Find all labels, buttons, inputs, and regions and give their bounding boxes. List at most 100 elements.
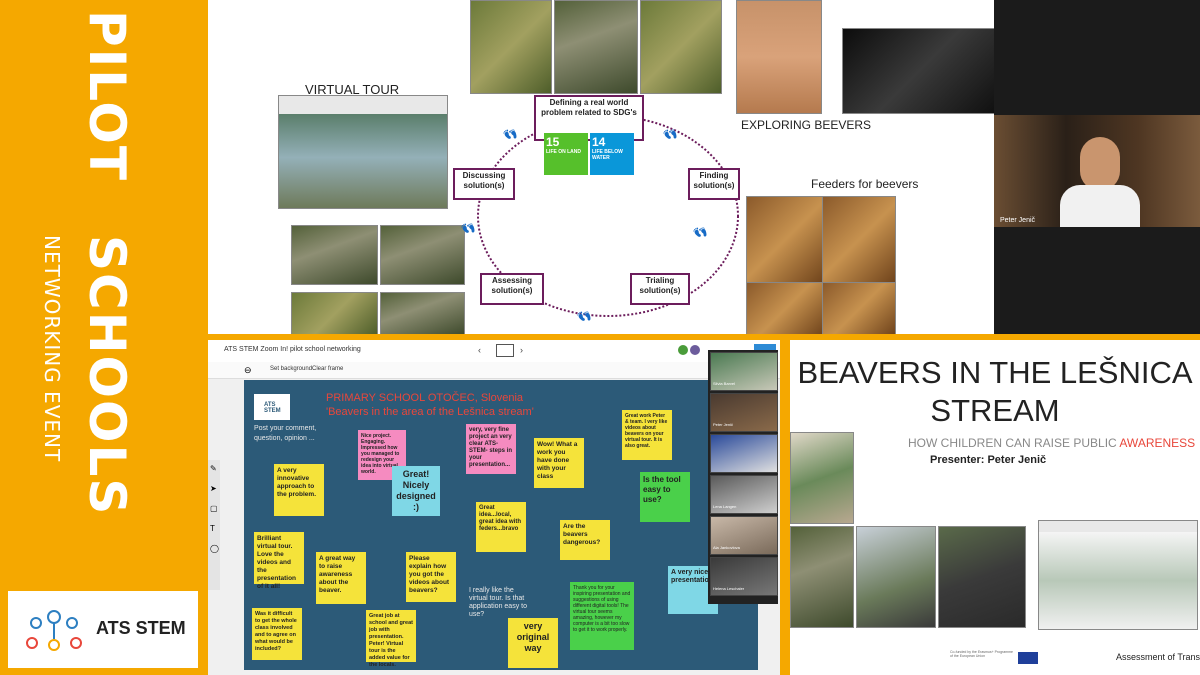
event-banner: PILOT SCHOOLS NETWORKING EVENT ATS STEM [0,0,208,675]
sticky-note[interactable]: very, very fine project an very clear AT… [466,424,516,474]
participant-name: Ala Jankovlova [713,545,740,550]
sticky-note[interactable]: A great way to raise awareness about the… [316,552,366,604]
note-tool-icon[interactable]: ▢ [210,504,218,513]
participant-name: Silvia Barvel [713,381,736,386]
sticky-note[interactable]: Great idea...local, great idea with fede… [476,502,526,552]
participant-name: Lena Langen [713,504,737,509]
text-tool-icon[interactable]: T [210,524,215,533]
virtual-tour-label: VIRTUAL TOUR [305,82,400,97]
participant-tile[interactable]: Lena Langen [710,475,778,514]
exploring-beevers-label: EXPLORING BEEVERS [741,118,872,132]
beaver-site-photo [291,292,378,334]
stream-photo [470,0,552,94]
sticky-note[interactable]: Is the tool easy to use? [640,472,690,522]
cursor-tool-icon[interactable]: ➤ [210,484,217,493]
ats-stem-logo: ATS STEM [8,591,198,668]
sdg15-label: LIFE ON LAND [546,149,581,155]
sdg14-number: 14 [592,135,606,149]
feeders-label: Feeders for beevers [811,177,919,191]
trail-camera-photo [938,526,1026,628]
ats-stem-logo-icon [26,610,82,651]
banner-subtitle: NETWORKING EVENT [40,235,64,463]
virtual-tour-screenshot [278,95,448,209]
step-discussing: Discussing solution(s) [453,168,515,200]
board-prompt: Post your comment, question, opinion ... [254,425,317,442]
sticky-note[interactable]: very original way [508,618,558,668]
feeder-photo [822,196,896,284]
board-logo-text: ATS STEM [264,402,281,414]
speaker-name: Peter Jenič [1000,217,1036,224]
sticky-note[interactable]: Please explain how you got the videos ab… [406,552,456,602]
cycle-diagram [477,115,739,317]
sticky-note[interactable]: Brilliant virtual tour. Love the videos … [254,532,304,590]
feeder-photo [746,196,824,284]
erasmus-credit: Co-funded by the Erasmus+ Programme of t… [950,650,1013,658]
whiteboard-canvas: ATS STEM PRIMARY SCHOOL OTOČEC, Slovenia… [244,380,758,670]
banner-title: PILOT SCHOOLS NETWORKING EVENT [40,10,148,600]
participant-name: Peter Jenič [713,422,734,427]
participant-name: Helena Leschaler [713,586,745,591]
stream-photo [790,526,854,628]
classroom-photo [790,432,854,524]
stream-photo [554,0,638,94]
banner-title-schools: SCHOOLS [78,235,136,517]
board-header: PRIMARY SCHOOL OTOČEC, Slovenia [326,392,524,404]
speaker-face [1080,137,1120,191]
zoom-session-title: ATS STEM Zoom In! pilot school networkin… [224,346,361,353]
prev-frame-icon[interactable]: ‹ [478,345,481,355]
status-green-icon [678,345,688,355]
drawing-tools-bar: ✎ ➤ ▢ T ◯ [208,460,220,590]
beaver-poster [736,0,822,114]
participant-tile[interactable]: Silvia Barvel [710,352,778,391]
step-trialing: Trialing solution(s) [630,273,690,305]
participant-tile[interactable]: Ala Jankovlova [710,516,778,555]
participant-tile[interactable]: Helena Leschaler [710,557,778,596]
beaver-site-photo [380,225,465,285]
frame-thumbnail-icon[interactable] [496,344,514,357]
sdg15-icon: 15 LIFE ON LAND [544,133,588,175]
virtual-tour-screen-photo [1038,520,1198,630]
pen-tool-icon[interactable]: ✎ [210,464,217,473]
step-assessing: Assessing solution(s) [480,273,544,305]
subtitle-prefix: HOW CHILDREN CAN RAISE PUBLIC [908,436,1120,450]
next-frame-icon[interactable]: › [520,345,523,355]
sticky-note[interactable]: Great job at school and great job with p… [366,610,416,668]
shape-tool-icon[interactable]: ◯ [210,544,219,553]
stream-photo [640,0,722,94]
sticky-note[interactable]: Great work Peter & team. I very like vid… [622,410,672,460]
participant-tile[interactable]: Peter Jenič [710,393,778,432]
sdg15-number: 15 [546,135,560,149]
set-background-button[interactable]: Set background [270,366,313,372]
banner-title-pilot: PILOT [78,10,136,182]
sticky-note[interactable]: Are the beavers dangerous? [560,520,610,560]
board-text-comment[interactable]: I really like the virtual tour. Is that … [469,587,527,618]
beaver-site-photo [291,225,378,285]
ats-stem-cycle-slide: VIRTUAL TOUR Defining a real world probl… [208,0,994,334]
step-finding: Finding solution(s) [688,168,740,200]
subtitle-accent: AWARENESS [1119,436,1196,450]
group-photo [856,526,936,628]
speaker-camera-feed: Peter Jenič [994,115,1200,227]
eu-flag-icon [1018,652,1038,664]
zoom-toolbar: ATS STEM Zoom In! pilot school networkin… [208,340,780,363]
ats-stem-logo-text: ATS STEM [96,618,186,638]
zoom-out-icon[interactable]: ⊖ [244,365,252,375]
slide-footer-title: Assessment of Transve [1116,652,1200,662]
status-purple-icon [690,345,700,355]
beaver-site-photo [380,292,465,334]
presenter-line: Presenter: Peter Jenič [930,454,1047,466]
beavers-slide-title: BEAVERS IN THE LEŠNICA STREAM [797,355,1193,428]
board-subheader: 'Beavers in the area of the Lešnica stre… [326,406,534,418]
sdg14-icon: 14 LIFE BELOW WATER [590,133,634,175]
sticky-note[interactable]: Great! Nicely designed :) [392,466,440,516]
board-ats-logo: ATS STEM [254,394,290,420]
participant-tile[interactable] [710,434,778,473]
sticky-note[interactable]: Wow! What a work you have done with your… [534,438,584,488]
frame-toolbar: ⊖ Set background Clear frame [208,362,780,379]
sticky-note[interactable]: A very innovative approach to the proble… [274,464,324,516]
sticky-note[interactable]: Thank you for your inspiring presentatio… [570,582,634,650]
clear-frame-button[interactable]: Clear frame [312,366,344,372]
beavers-title-slide: BEAVERS IN THE LEŠNICA STREAM HOW CHILDR… [790,340,1200,675]
sticky-note[interactable]: Was it difficult to get the whole class … [252,608,302,660]
beavers-slide-subtitle: HOW CHILDREN CAN RAISE PUBLIC AWARENESS [908,436,1195,450]
